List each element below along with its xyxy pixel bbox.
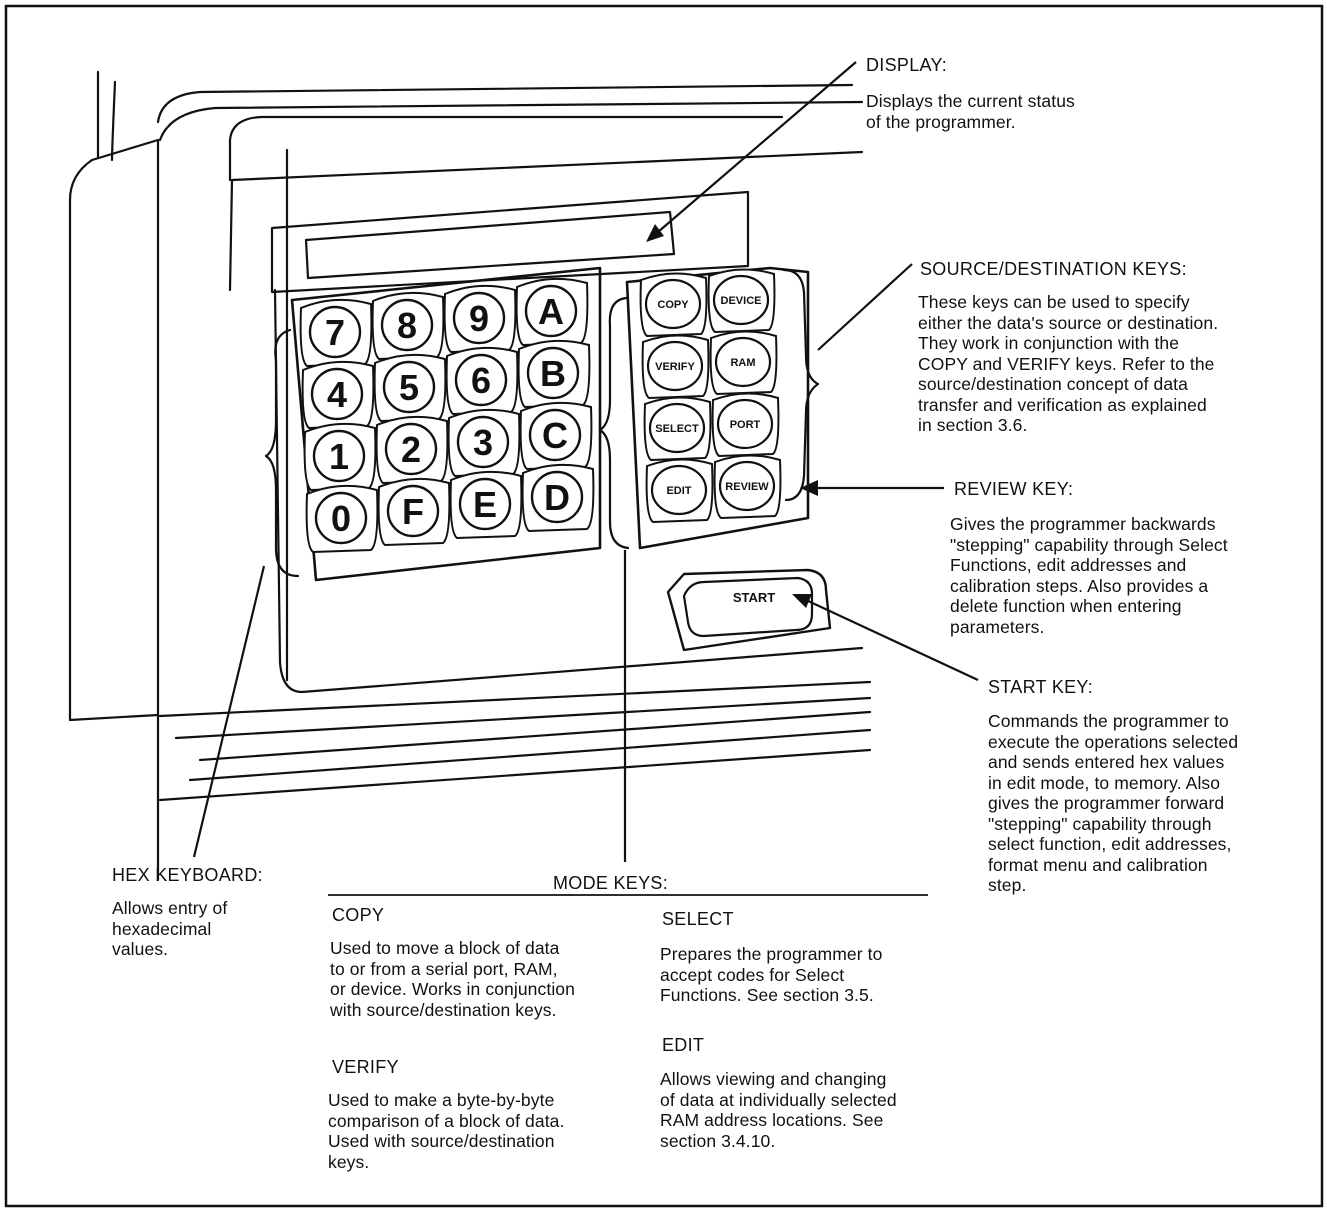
hex-key-b[interactable]: B [517,339,591,409]
svg-text:D: D [544,477,570,518]
hex-key-2[interactable]: 2 [375,415,449,485]
svg-text:0: 0 [331,498,351,539]
hex-key-e[interactable]: E [449,470,523,540]
mode-key-port[interactable]: PORT [711,392,780,458]
hex-key-5[interactable]: 5 [373,353,447,423]
mode-key-verify[interactable]: VERIFY [641,334,710,400]
start-key-label[interactable]: START [733,590,775,605]
start-callout-text: Commands the programmer to execute the o… [988,711,1239,895]
svg-text:E: E [473,484,497,525]
svg-text:EDIT: EDIT [666,485,691,497]
svg-text:A: A [538,291,564,332]
svg-text:3: 3 [473,422,493,463]
svg-text:REVIEW: REVIEW [725,481,769,493]
mode-key-select[interactable]: SELECT [643,396,712,462]
svg-text:SELECT: SELECT [655,423,699,435]
mode-select-text: Prepares the programmer to accept codes … [660,944,883,1005]
mode-keys-title: MODE KEYS: [553,873,669,893]
review-callout-title: REVIEW KEY: [954,479,1074,499]
mode-edit-text: Allows viewing and changing of data at i… [660,1069,897,1151]
svg-text:5: 5 [399,367,419,408]
hex-key-a[interactable]: A [515,277,589,347]
hex-key-f[interactable]: F [377,477,451,547]
mode-verify-text: Used to make a byte-by-byte comparison o… [328,1090,565,1172]
mode-key-ram[interactable]: RAM [709,330,778,396]
svg-text:C: C [542,415,568,456]
hex-keyboard-callout-text: Allows entry of hexadecimal values. [112,898,228,959]
svg-text:6: 6 [471,360,491,401]
start-callout-title: START KEY: [988,677,1094,697]
review-arrowhead [800,480,818,496]
display-arrowhead [646,224,664,242]
programmer-illustration [68,70,872,882]
mode-edit-title: EDIT [662,1035,705,1055]
mode-select-title: SELECT [662,909,734,929]
svg-text:8: 8 [397,305,417,346]
mode-copy-text: Used to move a block of data to or from … [330,938,575,1020]
hex-key-4[interactable]: 4 [301,360,375,430]
start-arrowhead [792,594,812,608]
mode-key-device[interactable]: DEVICE [707,268,776,334]
svg-text:2: 2 [401,429,421,470]
start-pointer-line [805,599,979,681]
hex-key-7[interactable]: 7 [299,298,373,368]
hex-keyboard-callout-title: HEX KEYBOARD: [112,865,263,885]
callout-lines [192,61,979,896]
svg-text:VERIFY: VERIFY [655,361,695,373]
hex-keyboard: 7 8 9 A 4 5 6 B 1 2 3 C 0 F E D [299,277,595,554]
svg-text:7: 7 [325,312,345,353]
figure-border [4,4,1324,1208]
display-pointer-line [657,61,857,233]
hex-key-9[interactable]: 9 [443,284,517,354]
review-callout-text: Gives the programmer backwards "stepping… [950,514,1228,637]
source-dest-callout-text: These keys can be used to specify either… [918,292,1219,435]
arrowheads [646,224,818,608]
hex-key-8[interactable]: 8 [371,291,445,361]
mode-key-pad: COPY DEVICE VERIFY RAM SELECT PORT EDIT REVIEW [639,268,782,524]
hex-keyboard-pointer-line [192,565,266,858]
mode-key-edit[interactable]: EDIT [645,458,714,524]
hex-key-0[interactable]: 0 [305,484,379,554]
svg-text:COPY: COPY [657,299,689,311]
mode-key-copy[interactable]: COPY [639,272,708,338]
mode-key-review[interactable]: REVIEW [713,454,782,520]
display-callout-text: Displays the current status of the progr… [866,91,1075,132]
svg-text:9: 9 [469,298,489,339]
source-dest-pointer-line [817,263,913,351]
hex-key-6[interactable]: 6 [445,346,519,416]
svg-text:RAM: RAM [730,357,755,369]
mode-copy-title: COPY [332,905,385,925]
mode-verify-title: VERIFY [332,1057,399,1077]
svg-text:1: 1 [329,436,349,477]
hex-key-d[interactable]: D [521,463,595,533]
svg-text:F: F [402,491,424,532]
svg-text:B: B [540,353,566,394]
hex-key-3[interactable]: 3 [447,408,521,478]
hex-key-c[interactable]: C [519,401,593,471]
display-callout-title: DISPLAY: [866,55,948,75]
hex-key-1[interactable]: 1 [303,422,377,492]
svg-text:DEVICE: DEVICE [721,295,762,307]
source-dest-callout-title: SOURCE/DESTINATION KEYS: [920,259,1187,279]
svg-text:PORT: PORT [730,419,761,431]
svg-text:4: 4 [327,374,347,415]
